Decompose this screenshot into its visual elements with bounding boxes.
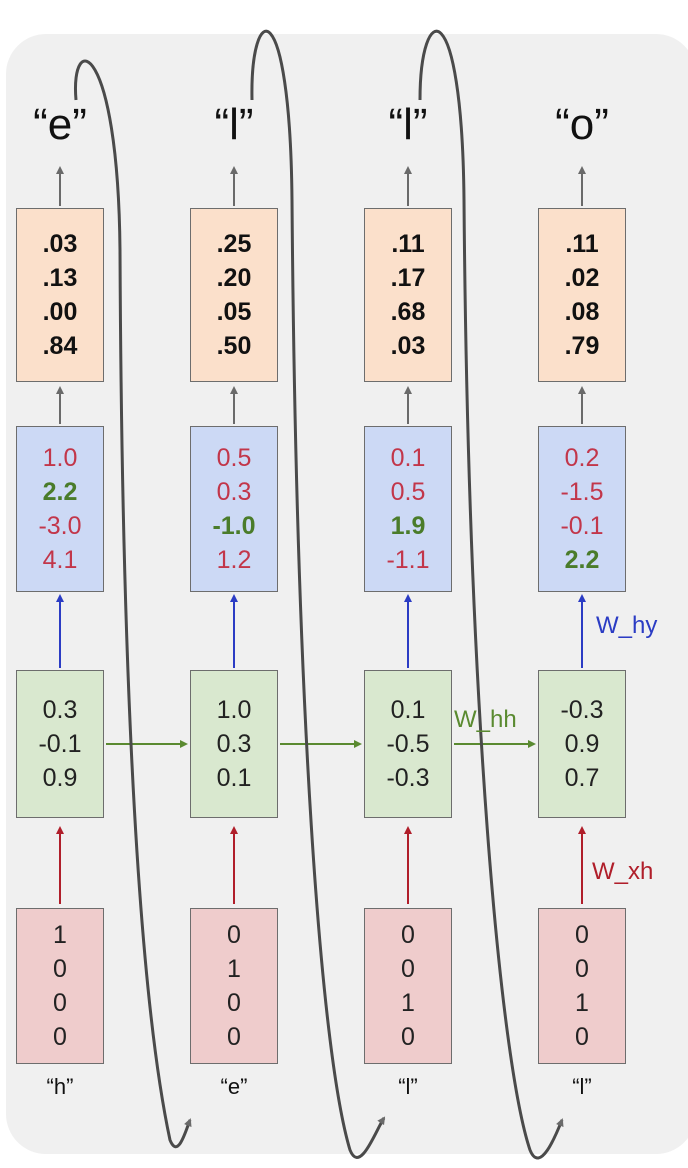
prob-value: .05 bbox=[216, 298, 252, 326]
prob-value: .68 bbox=[390, 298, 426, 326]
target-char: “l” bbox=[214, 100, 254, 149]
prob-value: .84 bbox=[42, 332, 78, 360]
prob-value: .17 bbox=[390, 264, 426, 292]
input-char: “e” bbox=[220, 1074, 248, 1099]
input-value: 1 bbox=[401, 989, 415, 1017]
hidden-value: 0.3 bbox=[216, 730, 252, 758]
logit-value: -1.1 bbox=[386, 546, 430, 574]
input-vector-box: 0 0 1 0 bbox=[538, 908, 626, 1064]
w-hh-label: W_hh bbox=[454, 706, 517, 733]
logit-value: 0.5 bbox=[390, 478, 426, 506]
logit-value: -1.0 bbox=[212, 512, 256, 540]
target-char: “e” bbox=[33, 100, 87, 149]
target-char: “l” bbox=[388, 100, 428, 149]
logit-value: -1.5 bbox=[560, 478, 604, 506]
input-value: 0 bbox=[53, 955, 67, 983]
hidden-state-box: 1.0 0.3 0.1 bbox=[190, 670, 278, 818]
input-value: 0 bbox=[575, 921, 589, 949]
prob-value: .11 bbox=[565, 230, 599, 258]
logit-value: 0.2 bbox=[564, 444, 600, 472]
hidden-value: 0.3 bbox=[42, 696, 78, 724]
output-probs-box: .25 .20 .05 .50 bbox=[190, 208, 278, 382]
input-value: 0 bbox=[575, 955, 589, 983]
prob-value: .08 bbox=[564, 298, 600, 326]
logit-value: 0.5 bbox=[216, 444, 252, 472]
hidden-value: -0.3 bbox=[386, 764, 430, 792]
logit-value: 2.2 bbox=[564, 546, 600, 574]
input-value: 0 bbox=[227, 1023, 241, 1051]
hidden-value: 0.7 bbox=[564, 764, 600, 792]
input-vector-box: 0 0 1 0 bbox=[364, 908, 452, 1064]
hidden-value: -0.5 bbox=[386, 730, 430, 758]
input-value: 0 bbox=[53, 1023, 67, 1051]
logit-value: 1.2 bbox=[216, 546, 252, 574]
hidden-value: 0.1 bbox=[390, 696, 426, 724]
input-value: 1 bbox=[53, 921, 67, 949]
input-value: 0 bbox=[227, 989, 241, 1017]
logits-box: 0.1 0.5 1.9 -1.1 bbox=[364, 426, 452, 592]
input-char: “l” bbox=[398, 1074, 418, 1099]
hidden-value: -0.3 bbox=[560, 696, 604, 724]
prob-value: .13 bbox=[42, 264, 78, 292]
prob-value: .03 bbox=[390, 332, 426, 360]
hidden-state-box: 0.1 -0.5 -0.3 bbox=[364, 670, 452, 818]
input-char: “l” bbox=[572, 1074, 592, 1099]
prob-value: .25 bbox=[216, 230, 252, 258]
logits-box: 0.2 -1.5 -0.1 2.2 bbox=[538, 426, 626, 592]
input-vector-box: 1 0 0 0 bbox=[16, 908, 104, 1064]
prob-value: .11 bbox=[391, 230, 425, 258]
logits-box: 0.5 0.3 -1.0 1.2 bbox=[190, 426, 278, 592]
target-char: “o” bbox=[555, 100, 609, 149]
w-xh-label: W_xh bbox=[592, 858, 654, 885]
input-value: 0 bbox=[53, 989, 67, 1017]
hidden-state-box: 0.3 -0.1 0.9 bbox=[16, 670, 104, 818]
logit-value: -0.1 bbox=[560, 512, 604, 540]
hidden-value: 0.9 bbox=[42, 764, 78, 792]
feedback-loop-3 bbox=[418, 29, 564, 1160]
input-value: 0 bbox=[401, 955, 415, 983]
prob-value: .00 bbox=[42, 298, 78, 326]
prob-value: .03 bbox=[42, 230, 78, 258]
output-probs-box: .11 .02 .08 .79 bbox=[538, 208, 626, 382]
logits-box: 1.0 2.2 -3.0 4.1 bbox=[16, 426, 104, 592]
logit-value: -3.0 bbox=[38, 512, 82, 540]
prob-value: .02 bbox=[564, 264, 600, 292]
hidden-state-box: -0.3 0.9 0.7 bbox=[538, 670, 626, 818]
hidden-value: -0.1 bbox=[38, 730, 82, 758]
prob-value: .20 bbox=[216, 264, 252, 292]
input-value: 0 bbox=[401, 921, 415, 949]
logit-value: 1.0 bbox=[42, 444, 78, 472]
logit-value: 1.9 bbox=[390, 512, 426, 540]
logit-value: 0.1 bbox=[390, 444, 426, 472]
output-probs-box: .03 .13 .00 .84 bbox=[16, 208, 104, 382]
input-value: 0 bbox=[575, 1023, 589, 1051]
hidden-value: 0.1 bbox=[216, 764, 252, 792]
w-hy-label: W_hy bbox=[596, 612, 658, 639]
prob-value: .79 bbox=[564, 332, 600, 360]
input-char: “h” bbox=[46, 1074, 74, 1099]
input-value: 1 bbox=[227, 955, 241, 983]
logit-value: 4.1 bbox=[42, 546, 78, 574]
logit-value: 2.2 bbox=[42, 478, 78, 506]
feedback-loop-1 bbox=[73, 59, 192, 1149]
input-value: 0 bbox=[227, 921, 241, 949]
logit-value: 0.3 bbox=[216, 478, 252, 506]
hidden-value: 1.0 bbox=[216, 696, 252, 724]
feedback-loop-2 bbox=[250, 29, 386, 1159]
input-vector-box: 0 1 0 0 bbox=[190, 908, 278, 1064]
hidden-value: 0.9 bbox=[564, 730, 600, 758]
input-value: 1 bbox=[575, 989, 589, 1017]
output-probs-box: .11 .17 .68 .03 bbox=[364, 208, 452, 382]
input-value: 0 bbox=[401, 1023, 415, 1051]
prob-value: .50 bbox=[216, 332, 252, 360]
